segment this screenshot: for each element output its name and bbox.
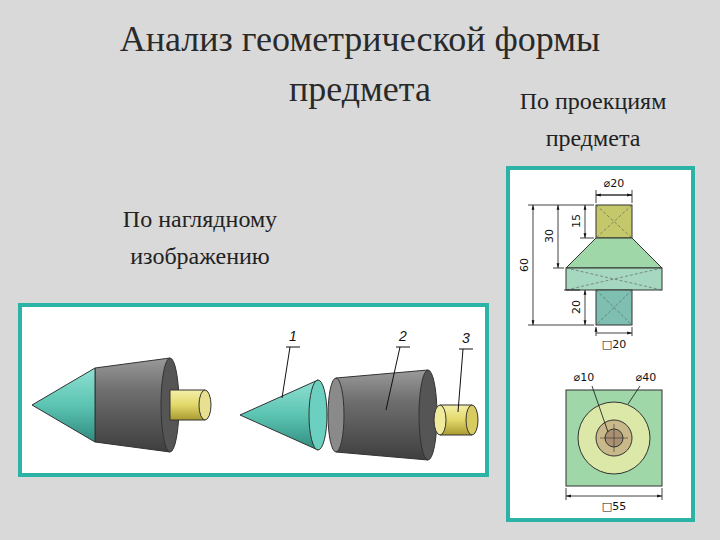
dimension: 60 (519, 257, 531, 273)
subheading: По наглядному изображению (90, 201, 310, 275)
dimension: 30 (544, 228, 556, 244)
left-panel (20, 305, 487, 475)
dimension: 15 (571, 213, 583, 229)
dimension-lines (528, 190, 632, 336)
callout-number: 1 (289, 329, 297, 343)
right-panel (508, 168, 693, 520)
subheading: По проекциям предмета (503, 83, 683, 157)
leader-lines (282, 347, 473, 412)
callout-number: 3 (462, 331, 470, 345)
top-dimension-lines (566, 386, 662, 500)
dimension: 20 (571, 299, 583, 315)
front-view (566, 205, 662, 325)
top-view (566, 390, 662, 486)
dimension: ⌀20 (603, 178, 626, 190)
callout-number: 2 (399, 329, 407, 343)
dimension: □20 (601, 339, 627, 351)
assembled-part (32, 358, 211, 452)
exploded-parts (240, 370, 478, 460)
dimension: ⌀40 (635, 372, 658, 384)
dimension: ⌀10 (573, 372, 596, 384)
dimension: □55 (601, 501, 627, 513)
